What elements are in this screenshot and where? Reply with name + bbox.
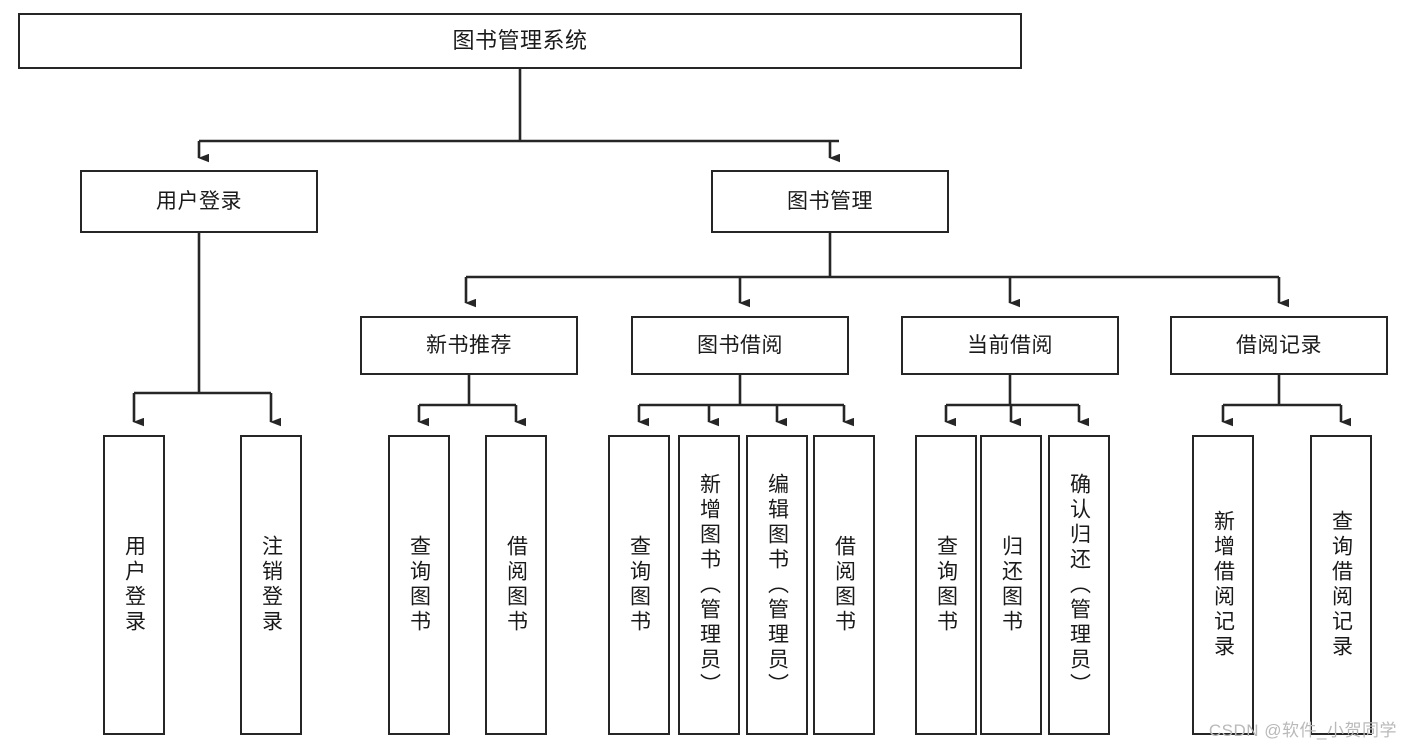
node-leaf-edit-book-label: 编辑图书（管理员） [765,472,789,698]
node-leaf-confirm-return[interactable]: 确认归还（管理员） [1048,435,1110,735]
node-leaf-add-record-label: 新增借阅记录 [1211,510,1235,660]
node-leaf-confirm-return-label: 确认归还（管理员） [1067,472,1091,698]
node-user-login-label: 用户登录 [156,189,242,213]
node-leaf-add-book[interactable]: 新增图书（管理员） [678,435,740,735]
node-leaf-borrow-book-1[interactable]: 借阅图书 [485,435,547,735]
node-current-borrow-label: 当前借阅 [967,333,1053,357]
node-root-label: 图书管理系统 [452,27,588,53]
node-leaf-logout[interactable]: 注销登录 [240,435,302,735]
node-leaf-query-book-2-label: 查询图书 [627,535,651,635]
node-current-borrow[interactable]: 当前借阅 [901,316,1119,375]
node-leaf-borrow-book-2[interactable]: 借阅图书 [813,435,875,735]
node-leaf-return-book[interactable]: 归还图书 [980,435,1042,735]
node-new-book-recommend[interactable]: 新书推荐 [360,316,578,375]
node-book-manage[interactable]: 图书管理 [711,170,949,233]
node-book-borrow[interactable]: 图书借阅 [631,316,849,375]
node-book-manage-label: 图书管理 [787,189,873,213]
node-leaf-query-record[interactable]: 查询借阅记录 [1310,435,1372,735]
node-leaf-borrow-book-2-label: 借阅图书 [832,535,856,635]
node-leaf-query-book-3-label: 查询图书 [934,535,958,635]
node-book-borrow-label: 图书借阅 [697,333,783,357]
node-new-book-recommend-label: 新书推荐 [426,333,512,357]
node-leaf-edit-book[interactable]: 编辑图书（管理员） [746,435,808,735]
node-leaf-return-book-label: 归还图书 [999,535,1023,635]
node-leaf-add-book-label: 新增图书（管理员） [697,472,721,698]
node-leaf-query-book-2[interactable]: 查询图书 [608,435,670,735]
node-leaf-borrow-book-1-label: 借阅图书 [504,535,528,635]
node-leaf-query-book-1-label: 查询图书 [407,535,431,635]
node-user-login[interactable]: 用户登录 [80,170,318,233]
node-leaf-query-book-3[interactable]: 查询图书 [915,435,977,735]
node-leaf-logout-label: 注销登录 [259,535,283,635]
node-leaf-query-book-1[interactable]: 查询图书 [388,435,450,735]
node-borrow-record-label: 借阅记录 [1236,333,1322,357]
node-leaf-user-login[interactable]: 用户登录 [103,435,165,735]
node-borrow-record[interactable]: 借阅记录 [1170,316,1388,375]
watermark: CSDN @软件_小贺同学 [1208,721,1397,740]
node-leaf-add-record[interactable]: 新增借阅记录 [1192,435,1254,735]
node-leaf-query-record-label: 查询借阅记录 [1329,510,1353,660]
node-root[interactable]: 图书管理系统 [18,13,1022,69]
node-leaf-user-login-label: 用户登录 [122,535,146,635]
